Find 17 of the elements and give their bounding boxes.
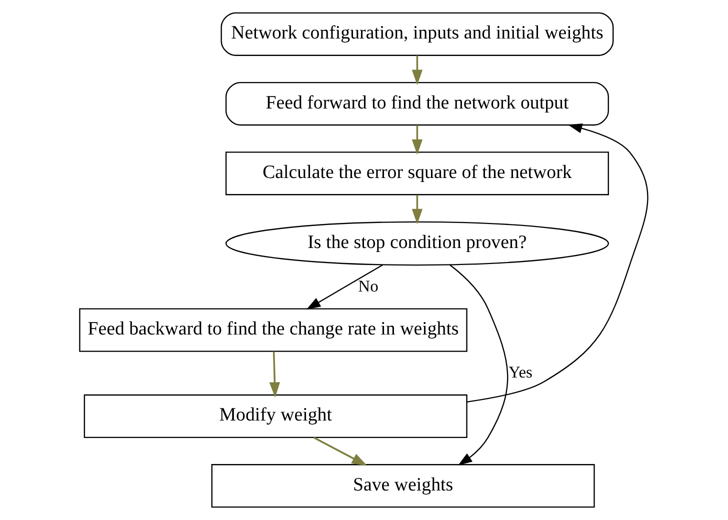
node-box: Feed forward to find the network output bbox=[225, 82, 609, 126]
arrow bbox=[449, 264, 508, 466]
node-box: Calculate the error square of the network bbox=[225, 152, 609, 196]
node-box: Feed backward to find the change rate in weights bbox=[79, 308, 468, 352]
node-ellipse: Is the stop condition proven? bbox=[225, 221, 609, 266]
arrow bbox=[412, 125, 423, 155]
node-box: Save weights bbox=[211, 464, 595, 508]
edge-label: Yes bbox=[508, 362, 532, 382]
arrow bbox=[269, 352, 280, 398]
node-box: Modify weight bbox=[84, 394, 468, 438]
arrow bbox=[412, 194, 423, 224]
node-box: Network configuration, inputs and initial weights bbox=[220, 12, 614, 56]
edge-label: No bbox=[358, 276, 378, 296]
arrow bbox=[313, 436, 368, 466]
arrow bbox=[412, 56, 423, 86]
arrow bbox=[306, 264, 384, 310]
arrow bbox=[466, 123, 648, 402]
